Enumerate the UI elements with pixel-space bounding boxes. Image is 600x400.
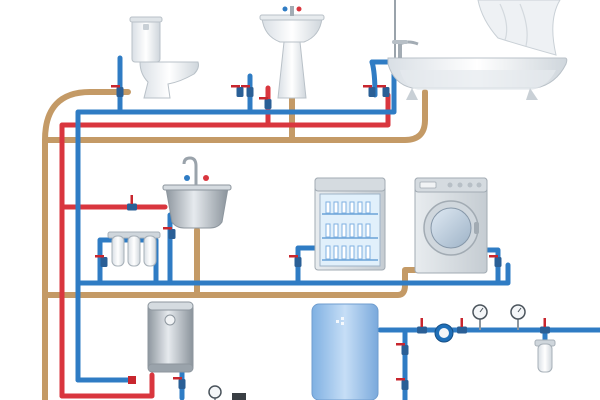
cold-dishwasher-feed [295, 245, 319, 286]
bathtub-body [400, 70, 556, 90]
heater-safety-valve [128, 376, 136, 384]
dishwasher-racks [322, 213, 378, 261]
faucet-icon [392, 40, 419, 58]
pedestal-sink-icon [259, 6, 325, 99]
bathtub-foot-left [406, 88, 418, 100]
cold-washer-feed [485, 247, 501, 286]
cold-riser [75, 59, 397, 383]
filter-cartridge-3 [143, 235, 157, 267]
ball-valve-icon [95, 255, 108, 267]
pressure-gauges [208, 304, 526, 400]
meter-dial [439, 328, 449, 338]
faucet-icon [282, 6, 302, 16]
pressure-gauge-icon [510, 304, 526, 330]
ball-valve-icon [231, 85, 244, 97]
ball-valve-icon [241, 85, 254, 97]
filter-cartridge-2 [127, 235, 141, 267]
ball-valve-icon [457, 318, 467, 334]
heater-body [147, 301, 194, 373]
ball-valve-icon [377, 85, 390, 97]
dishwasher-panel [314, 177, 386, 192]
sink-basin [261, 17, 323, 43]
filter-cartridge-1 [111, 235, 125, 267]
ball-valve-icon [396, 343, 409, 355]
kitchen-sink-basin [165, 187, 229, 229]
ball-valve-icon [289, 255, 302, 267]
hot-heater-out [59, 372, 155, 399]
toilet-icon [129, 16, 199, 99]
washing-machine-icon [414, 177, 488, 274]
tank-label-mark [336, 317, 344, 325]
curtain-fabric [477, 0, 561, 56]
pressure-gauge-icon [208, 385, 222, 400]
bathtub-foot-right [526, 88, 538, 100]
ball-valve-icon [173, 377, 186, 389]
hot-riser [59, 92, 391, 399]
washer-drum [430, 207, 472, 249]
drain-riser [42, 89, 131, 400]
valves [95, 85, 550, 390]
kitchen-sink-icon [162, 156, 232, 229]
sediment-filter-icon [534, 339, 556, 373]
cold-mid-main [75, 262, 511, 286]
pressure-tank-icon [311, 303, 379, 400]
washer-detergent-drawer [419, 181, 437, 189]
ball-valve-icon [540, 318, 550, 334]
curtain-fold [499, 3, 528, 47]
sink-pedestal [277, 41, 307, 99]
faucet-icon [182, 156, 209, 185]
ball-valve-icon [396, 378, 409, 390]
ball-valve-icon [259, 97, 272, 109]
toilet-flush-button [143, 24, 149, 30]
toilet-lid [129, 16, 163, 23]
water-heater-icon [128, 301, 194, 384]
shower-curtain-icon [394, 0, 561, 60]
ball-valve-icon [111, 85, 124, 97]
ball-valve-icon [417, 318, 427, 334]
heater-bottom-cap [147, 363, 194, 373]
ball-valve-icon [489, 255, 502, 267]
ball-valve-icon [363, 85, 376, 97]
tank-body [311, 303, 379, 400]
washer-door-handle [474, 222, 479, 234]
washer-knobs [447, 182, 482, 188]
water-meter-icon [434, 323, 454, 343]
ball-valve-icon [163, 227, 176, 239]
toilet-bowl [139, 61, 199, 99]
filter-cartridges-icon [107, 231, 161, 267]
heater-top-cap [147, 301, 194, 311]
drain-upper-main [42, 89, 428, 143]
ball-valve-icon [127, 195, 137, 211]
heater-outlet-fitting [232, 393, 246, 400]
bathtub-icon [387, 40, 568, 100]
dishwasher-dishes [325, 201, 371, 260]
dishwasher-icon [314, 177, 386, 271]
pressure-gauge-icon [472, 304, 488, 330]
sediment-filter-bowl [537, 343, 553, 373]
kitchen-sink-rim [162, 184, 232, 191]
heater-thermostat-dial [164, 314, 176, 326]
